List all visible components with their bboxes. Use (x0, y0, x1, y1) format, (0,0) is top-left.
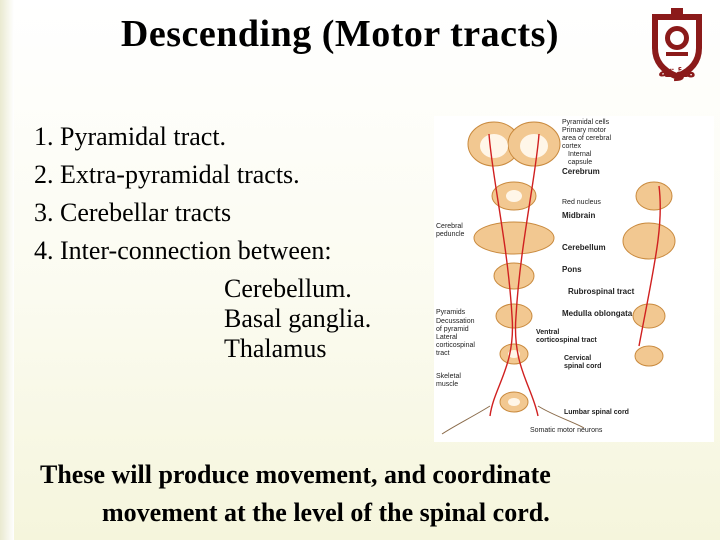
label-ventral: Ventral (536, 329, 559, 336)
tract-list: 1. Pyramidal tract. 2. Extra-pyramidal t… (34, 118, 444, 364)
list-item: 4. Inter-connection between: (34, 236, 332, 265)
label-peduncle: peduncle (436, 231, 465, 238)
label-of-pyramid: of pyramid (436, 326, 469, 333)
list-item: 3. Cerebellar tracts (34, 198, 232, 227)
sub-list-item: Cerebellum. (224, 274, 352, 303)
university-logo-text: مؤتة (658, 62, 696, 82)
label-primary-motor: Primary motor (562, 127, 607, 134)
label-rubrospinal-tract: Rubrospinal tract (568, 287, 635, 296)
label-lateral: Lateral (436, 334, 458, 341)
summary-line-1: These will produce movement, and coordin… (40, 460, 551, 489)
label-pyramids: Pyramids (436, 309, 466, 316)
label-capsule: capsule (568, 159, 592, 166)
motor-tract-diagram: Pyramidal cells Primary motor area of ce… (434, 116, 714, 442)
label-area-of-cerebral: area of cerebral (562, 135, 611, 142)
list-item: 2. Extra-pyramidal tracts. (34, 160, 300, 189)
sub-list: Cerebellum. Basal ganglia. Thalamus (34, 274, 444, 364)
label-cervical: Cervical (564, 355, 591, 362)
label-internal: Internal (568, 151, 592, 158)
label-corticospinal-tract: corticospinal tract (536, 337, 597, 344)
summary-line-2: movement at the level of the spinal cord… (102, 498, 550, 527)
slide-left-accent (0, 0, 14, 540)
label-medulla-oblongata: Medulla oblongata (562, 309, 633, 318)
summary-text: These will produce movement, and coordin… (40, 456, 700, 532)
label-cortex: cortex (562, 143, 582, 150)
label-pyramidal-cells: Pyramidal cells (562, 119, 610, 126)
slide-title: Descending (Motor tracts) (120, 13, 560, 55)
label-lumbar-spinal-cord: Lumbar spinal cord (564, 409, 629, 416)
label-spinal-cord: spinal cord (564, 363, 601, 370)
label-midbrain: Midbrain (562, 211, 595, 220)
label-muscle: muscle (436, 381, 458, 388)
label-cerebrum: Cerebrum (562, 167, 600, 176)
sub-list-item: Basal ganglia. (224, 304, 372, 333)
label-red-nucleus: Red nucleus (562, 199, 601, 206)
label-somatic-motor-neurons: Somatic motor neurons (530, 427, 603, 434)
label-decussation: Decussation (436, 318, 475, 325)
sub-list-item: Thalamus (224, 334, 327, 363)
label-pons: Pons (562, 265, 582, 274)
label-skeletal: Skeletal (436, 373, 461, 380)
label-cerebral: Cerebral (436, 223, 463, 230)
university-crest-icon (652, 8, 702, 80)
list-item: 1. Pyramidal tract. (34, 122, 227, 151)
label-cerebellum: Cerebellum (562, 243, 606, 252)
label-tract: tract (436, 350, 450, 357)
label-corticospinal: corticospinal (436, 342, 475, 349)
